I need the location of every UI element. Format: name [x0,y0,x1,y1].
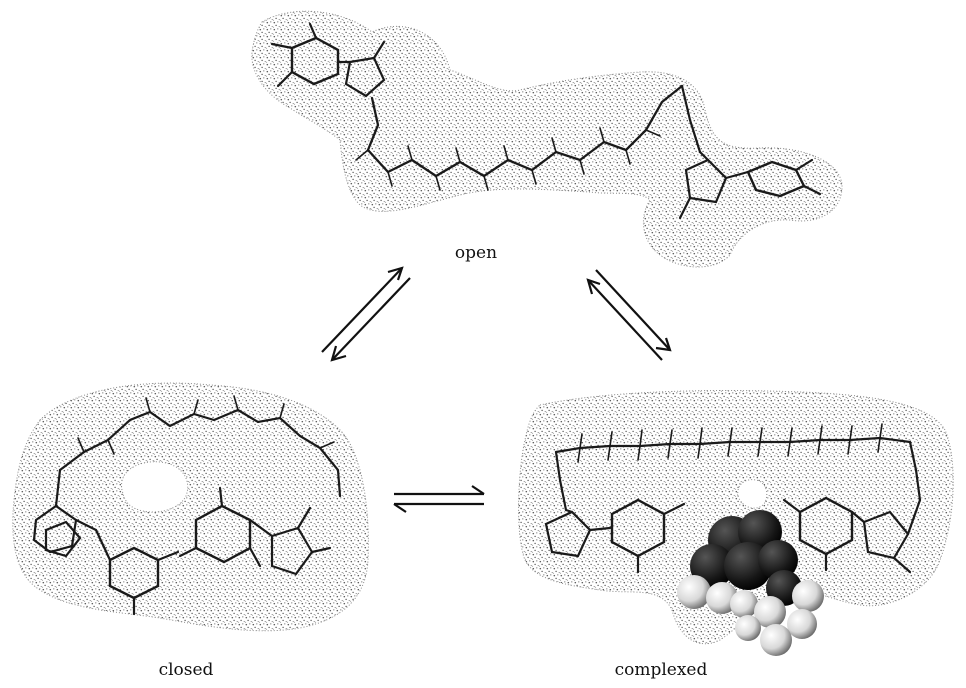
open-surface [252,11,842,267]
complexed-conformer [519,391,954,656]
closed-surface [13,383,369,631]
label-closed: closed [106,660,266,680]
equilibrium-arrow-open-closed [322,268,410,360]
label-complexed: complexed [581,660,741,680]
label-open: open [396,243,556,263]
open-conformer [252,11,842,267]
closed-conformer [13,383,369,631]
equilibrium-arrow-closed-complexed [394,486,484,512]
equilibrium-arrow-open-complexed [588,270,670,360]
